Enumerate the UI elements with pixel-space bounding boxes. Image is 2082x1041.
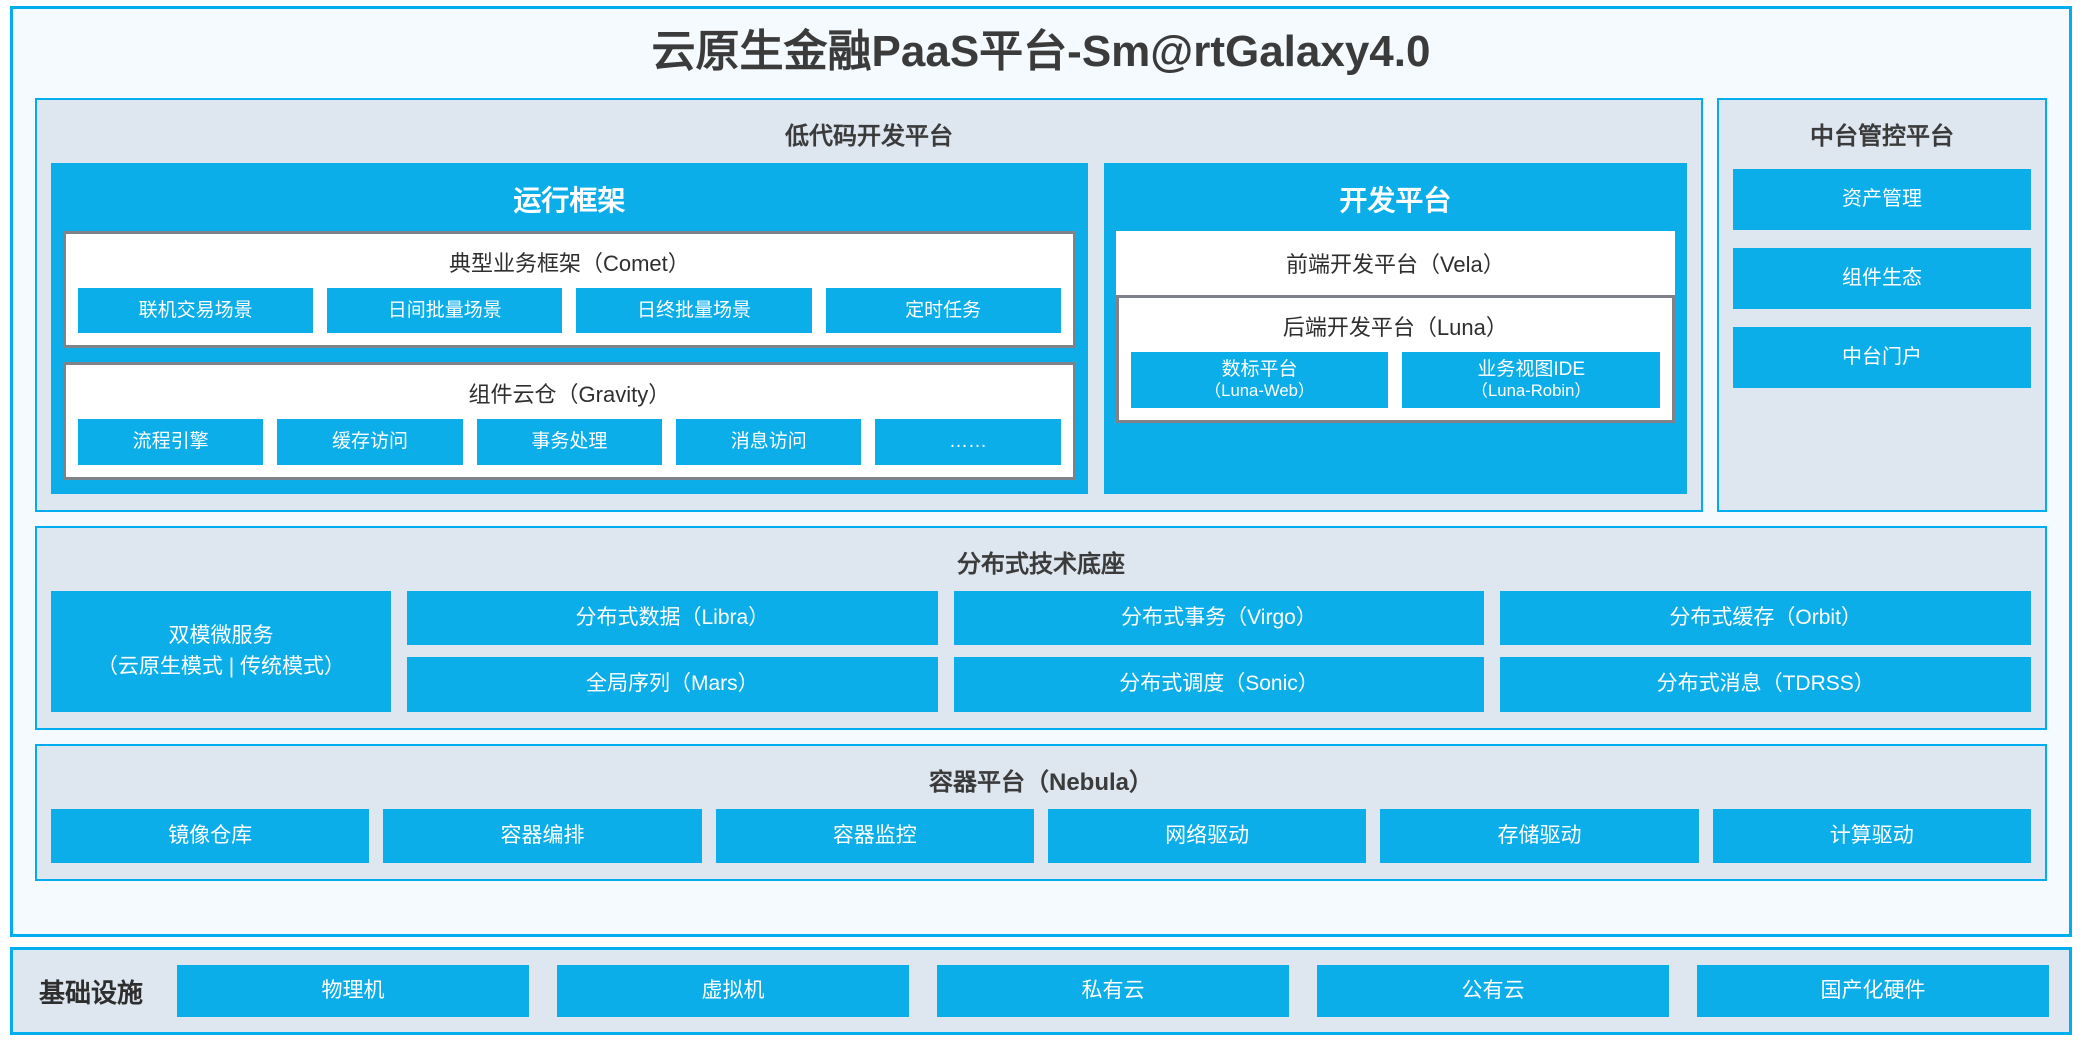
backend-item-name: 数标平台 bbox=[1221, 358, 1298, 380]
runtime-framework-title: 运行框架 bbox=[513, 184, 626, 216]
infrastructure-label: 基础设施 bbox=[39, 977, 144, 1008]
lowcode-columns: 运行框架 典型业务框架（Comet） 联机交易场景 日间批量场景 日终批量场景 … bbox=[51, 162, 1687, 495]
container-item-storage-driver[interactable]: 存储驱动 bbox=[1380, 808, 1699, 863]
comet-group: 典型业务框架（Comet） 联机交易场景 日间批量场景 日终批量场景 定时任务 bbox=[63, 230, 1076, 349]
infrastructure-item-private-cloud[interactable]: 私有云 bbox=[937, 964, 1290, 1018]
container-platform-panel: 容器平台（Nebula） 镜像仓库 容器编排 容器监控 网络驱动 存储驱动 计算… bbox=[35, 743, 2047, 881]
lowcode-platform-panel: 低代码开发平台 运行框架 典型业务框架（Comet） 联机交易场景 日间批量场景… bbox=[35, 97, 1703, 513]
dev-platform-title: 开发平台 bbox=[1339, 184, 1452, 216]
comet-item[interactable]: 日间批量场景 bbox=[327, 287, 563, 334]
backend-dev-platform-title: 后端开发平台（Luna） bbox=[1282, 314, 1508, 340]
platform-main-card: 云原生金融PaaS平台-Sm@rtGalaxy4.0 低代码开发平台 运行框架 … bbox=[10, 6, 2072, 937]
midcontrol-item-asset[interactable]: 资产管理 bbox=[1733, 168, 2031, 230]
infrastructure-item-domestic-hardware[interactable]: 国产化硬件 bbox=[1697, 964, 2050, 1018]
tech-column-2: 分布式事务（Virgo） 分布式调度（Sonic） bbox=[953, 591, 1485, 712]
gravity-item[interactable]: 缓存访问 bbox=[277, 419, 463, 466]
gravity-group: 组件云仓（Gravity） 流程引擎 缓存访问 事务处理 消息访问 …… bbox=[63, 362, 1076, 481]
tech-item-libra[interactable]: 分布式数据（Libra） bbox=[407, 591, 938, 646]
midcontrol-platform-title: 中台管控平台 bbox=[1810, 122, 1954, 150]
container-item-orchestration[interactable]: 容器编排 bbox=[383, 808, 702, 863]
midcontrol-item-list: 资产管理 组件生态 中台门户 bbox=[1733, 163, 2031, 388]
tech-column-1: 分布式数据（Libra） 全局序列（Mars） bbox=[407, 591, 938, 712]
lowcode-platform-title: 低代码开发平台 bbox=[785, 122, 953, 150]
comet-item[interactable]: 日终批量场景 bbox=[576, 287, 812, 334]
tech-item-mars[interactable]: 全局序列（Mars） bbox=[407, 657, 938, 712]
frontend-dev-platform[interactable]: 前端开发平台（Vela） bbox=[1115, 230, 1675, 295]
tech-column-3: 分布式缓存（Orbit） 分布式消息（TDRSS） bbox=[1500, 591, 2032, 712]
gravity-item-more[interactable]: …… bbox=[875, 419, 1061, 466]
backend-item-luna-robin[interactable]: 业务视图IDE （Luna-Robin） bbox=[1402, 351, 1661, 409]
gravity-group-title: 组件云仓（Gravity） bbox=[468, 382, 671, 408]
comet-group-title: 典型业务框架（Comet） bbox=[448, 250, 690, 276]
upper-band: 低代码开发平台 运行框架 典型业务框架（Comet） 联机交易场景 日间批量场景… bbox=[35, 97, 2047, 513]
backend-item-name: 业务视图IDE bbox=[1477, 358, 1586, 380]
backend-item-code: （Luna-Web） bbox=[1204, 381, 1315, 401]
backend-item-code: （Luna-Robin） bbox=[1471, 381, 1592, 401]
infrastructure-item-public-cloud[interactable]: 公有云 bbox=[1317, 964, 1670, 1018]
infrastructure-item-virtual[interactable]: 虚拟机 bbox=[557, 964, 910, 1018]
midcontrol-item-component[interactable]: 组件生态 bbox=[1733, 247, 2031, 309]
dual-mode-microservice-block[interactable]: 双模微服务 （云原生模式 | 传统模式） bbox=[51, 591, 391, 712]
backend-item-row: 数标平台 （Luna-Web） 业务视图IDE （Luna-Robin） bbox=[1130, 351, 1661, 409]
comet-item[interactable]: 联机交易场景 bbox=[78, 287, 314, 334]
dev-platform-block: 开发平台 前端开发平台（Vela） 后端开发平台（Luna） 数标平台 （Lun… bbox=[1103, 162, 1687, 495]
gravity-item-row: 流程引擎 缓存访问 事务处理 消息访问 …… bbox=[78, 419, 1061, 466]
tech-item-orbit[interactable]: 分布式缓存（Orbit） bbox=[1500, 591, 2032, 646]
backend-item-luna-web[interactable]: 数标平台 （Luna-Web） bbox=[1130, 351, 1389, 409]
comet-item[interactable]: 定时任务 bbox=[825, 287, 1061, 334]
midcontrol-platform-panel: 中台管控平台 资产管理 组件生态 中台门户 bbox=[1717, 97, 2047, 513]
runtime-framework-block: 运行框架 典型业务框架（Comet） 联机交易场景 日间批量场景 日终批量场景 … bbox=[51, 162, 1088, 495]
distributed-tech-body: 双模微服务 （云原生模式 | 传统模式） 分布式数据（Libra） 全局序列（M… bbox=[51, 591, 2032, 712]
container-item-monitoring[interactable]: 容器监控 bbox=[715, 808, 1034, 863]
distributed-tech-panel: 分布式技术底座 双模微服务 （云原生模式 | 传统模式） 分布式数据（Libra… bbox=[35, 526, 2047, 730]
dual-mode-microservice-name: 双模微服务 bbox=[168, 623, 274, 647]
container-item-row: 镜像仓库 容器编排 容器监控 网络驱动 存储驱动 计算驱动 bbox=[51, 808, 2031, 863]
dual-mode-microservice-modes: （云原生模式 | 传统模式） bbox=[96, 655, 346, 679]
page-title: 云原生金融PaaS平台-Sm@rtGalaxy4.0 bbox=[651, 27, 1431, 76]
infrastructure-item-physical[interactable]: 物理机 bbox=[177, 964, 530, 1018]
backend-dev-platform-group: 后端开发平台（Luna） 数标平台 （Luna-Web） 业务视图IDE （Lu… bbox=[1115, 294, 1675, 424]
container-platform-title: 容器平台（Nebula） bbox=[928, 768, 1153, 796]
gravity-item[interactable]: 事务处理 bbox=[476, 419, 663, 466]
distributed-tech-title: 分布式技术底座 bbox=[957, 551, 1125, 579]
gravity-item[interactable]: 消息访问 bbox=[676, 419, 862, 466]
container-item-network-driver[interactable]: 网络驱动 bbox=[1047, 808, 1367, 863]
tech-item-sonic[interactable]: 分布式调度（Sonic） bbox=[953, 657, 1485, 712]
container-item-compute-driver[interactable]: 计算驱动 bbox=[1712, 808, 2031, 863]
gravity-item[interactable]: 流程引擎 bbox=[78, 419, 264, 466]
comet-item-row: 联机交易场景 日间批量场景 日终批量场景 定时任务 bbox=[78, 287, 1061, 334]
container-item-image-registry[interactable]: 镜像仓库 bbox=[51, 808, 370, 863]
tech-item-virgo[interactable]: 分布式事务（Virgo） bbox=[953, 591, 1485, 646]
infrastructure-item-row: 物理机 虚拟机 私有云 公有云 国产化硬件 bbox=[177, 964, 2050, 1018]
midcontrol-item-portal[interactable]: 中台门户 bbox=[1733, 326, 2031, 388]
infrastructure-card: 基础设施 物理机 虚拟机 私有云 公有云 国产化硬件 bbox=[10, 947, 2072, 1035]
tech-item-tdrss[interactable]: 分布式消息（TDRSS） bbox=[1500, 657, 2032, 712]
